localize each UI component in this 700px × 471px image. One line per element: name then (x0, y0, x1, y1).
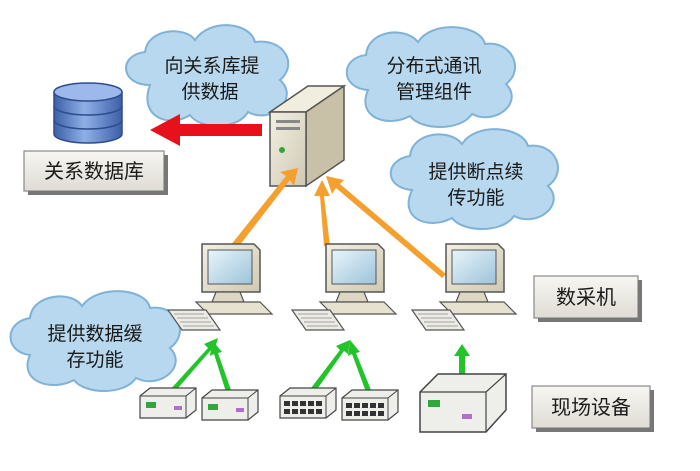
callout-cloud-distributed-comm: 分布式通讯 管理组件 (345, 26, 516, 128)
switch-icon (201, 389, 259, 421)
callout-text-line2: 传功能 (447, 187, 504, 209)
device-to-collector-arrows (168, 338, 470, 395)
server-icon (267, 84, 347, 188)
field-devices-label-box: 现场设备 (531, 385, 654, 432)
computer-icon (167, 243, 273, 331)
hub-icon (279, 387, 337, 419)
callout-text-line2: 存功能 (66, 349, 123, 371)
computer-icon (411, 243, 517, 331)
hub-icon (341, 389, 399, 421)
callout-cloud-provide-data: 向关系库提 供数据 (125, 24, 290, 127)
collector-to-server-arrows (230, 168, 446, 278)
callout-cloud-data-cache: 提供数据缓 存功能 (9, 290, 181, 392)
callout-text-line1: 分布式通讯 (386, 55, 481, 77)
callout-text-line1: 提供数据缓 (47, 323, 142, 345)
callout-text-line2: 管理组件 (396, 81, 472, 103)
switch-icon (139, 387, 197, 419)
database-label-box: 关系数据库 (23, 150, 168, 195)
database-icon (53, 82, 123, 144)
server-to-database-arrow (150, 114, 262, 146)
callout-cloud-resume-transfer: 提供断点续 传功能 (389, 128, 559, 230)
field-device-icon (419, 373, 507, 433)
callout-text-line1: 提供断点续 (428, 161, 523, 183)
field-devices-label: 现场设备 (551, 395, 631, 419)
callout-text-line1: 向关系库提 (164, 55, 259, 77)
collector-label: 数采机 (556, 285, 616, 309)
computer-icon (291, 243, 397, 331)
database-label: 关系数据库 (44, 159, 144, 183)
collector-label-box: 数采机 (533, 275, 642, 322)
callout-text-line2: 供数据 (181, 81, 238, 103)
